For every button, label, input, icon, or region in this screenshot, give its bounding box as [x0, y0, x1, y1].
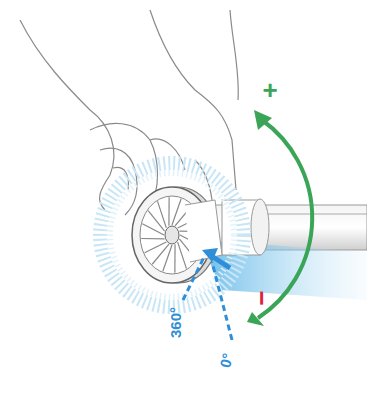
wheel: [132, 187, 222, 283]
hand-outline: [20, 10, 238, 215]
minus-sign: −: [249, 290, 275, 305]
plus-sign: +: [262, 77, 277, 103]
angle-label: 0°: [217, 351, 235, 369]
angle-label: 360°: [169, 306, 184, 337]
